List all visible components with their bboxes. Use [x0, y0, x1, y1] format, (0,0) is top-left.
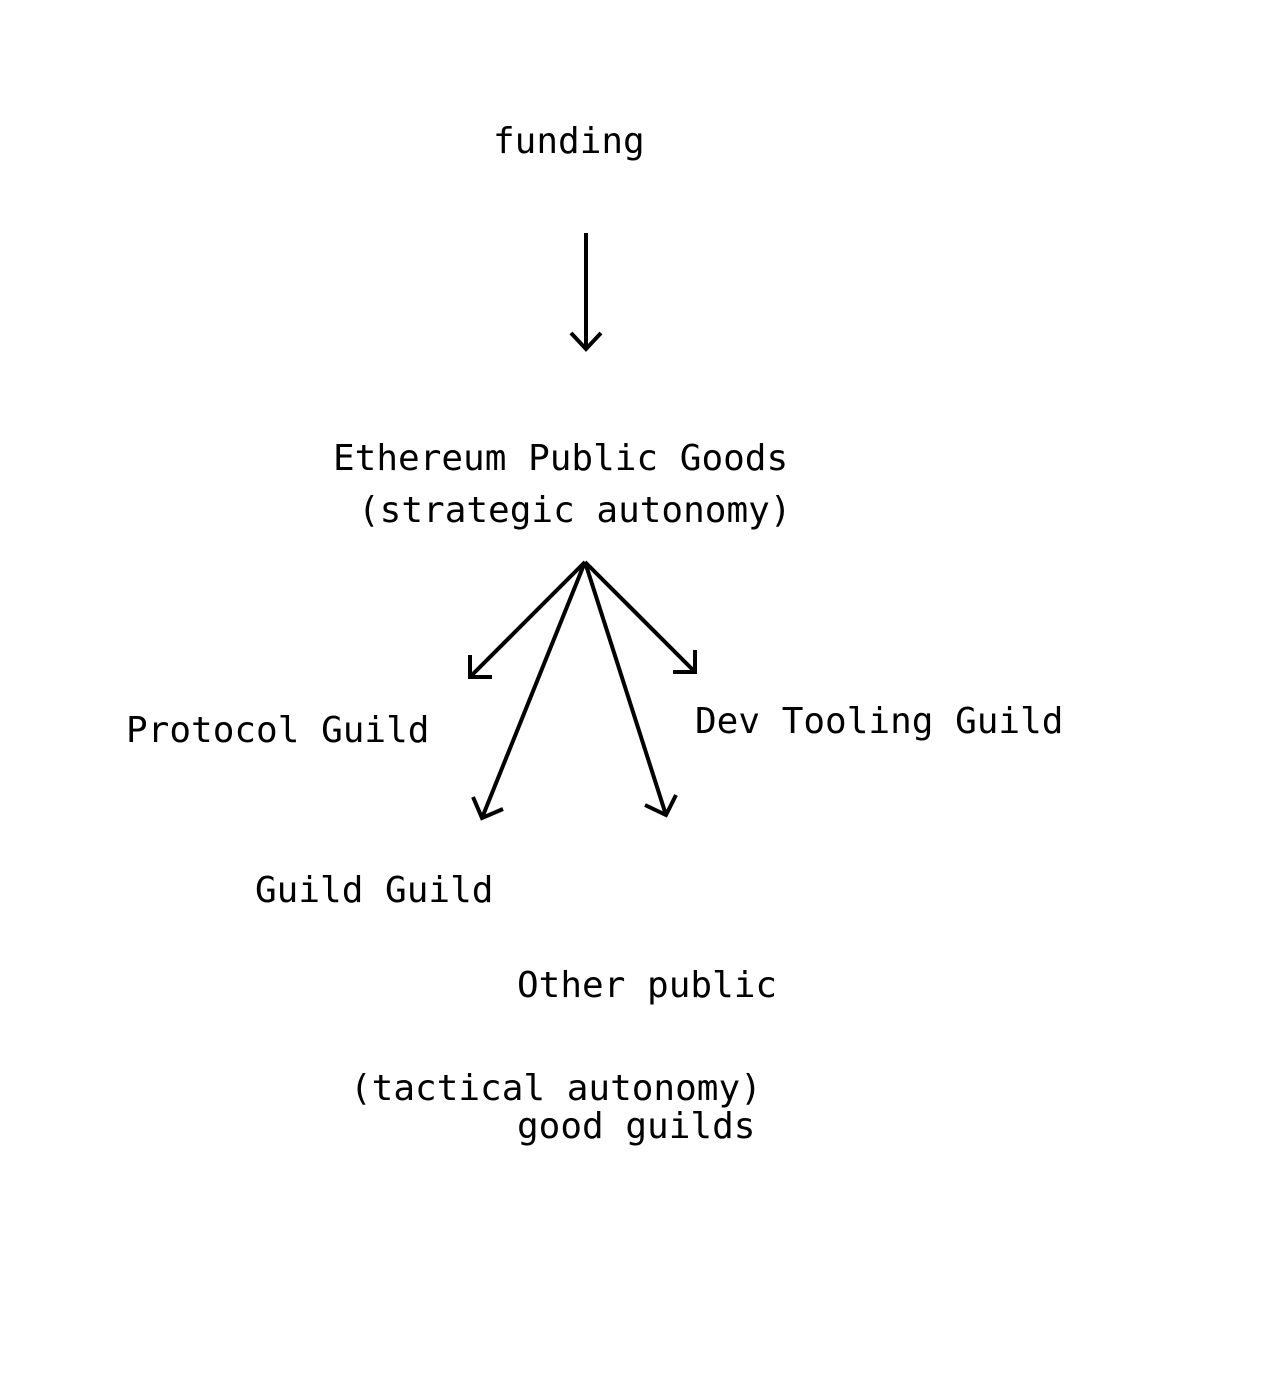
node-funding: funding	[493, 121, 645, 162]
node-dev-tooling-guild: Dev Tooling Guild	[695, 701, 1064, 742]
node-other-public-good-guilds-line2: good guilds	[517, 1106, 756, 1147]
node-protocol-guild: Protocol Guild	[126, 710, 430, 751]
note-tactical-autonomy: (tactical autonomy)	[350, 1068, 762, 1109]
node-ethereum-public-goods-subtitle: (strategic autonomy)	[358, 490, 792, 531]
node-ethereum-public-goods: Ethereum Public Goods	[333, 438, 789, 479]
node-guild-guild: Guild Guild	[255, 870, 494, 911]
edge-epg-to-other-guilds	[583, 561, 678, 818]
node-other-public-good-guilds-line1: Other public	[517, 965, 778, 1006]
edge-epg-to-protocol-guild	[468, 560, 587, 679]
edge-funding-to-epg	[569, 233, 603, 352]
edge-epg-to-dev-tooling-guild	[583, 560, 697, 674]
edge-epg-to-guild-guild	[471, 561, 587, 821]
node-other-public-good-guilds: Other public good guilds	[517, 868, 777, 1244]
